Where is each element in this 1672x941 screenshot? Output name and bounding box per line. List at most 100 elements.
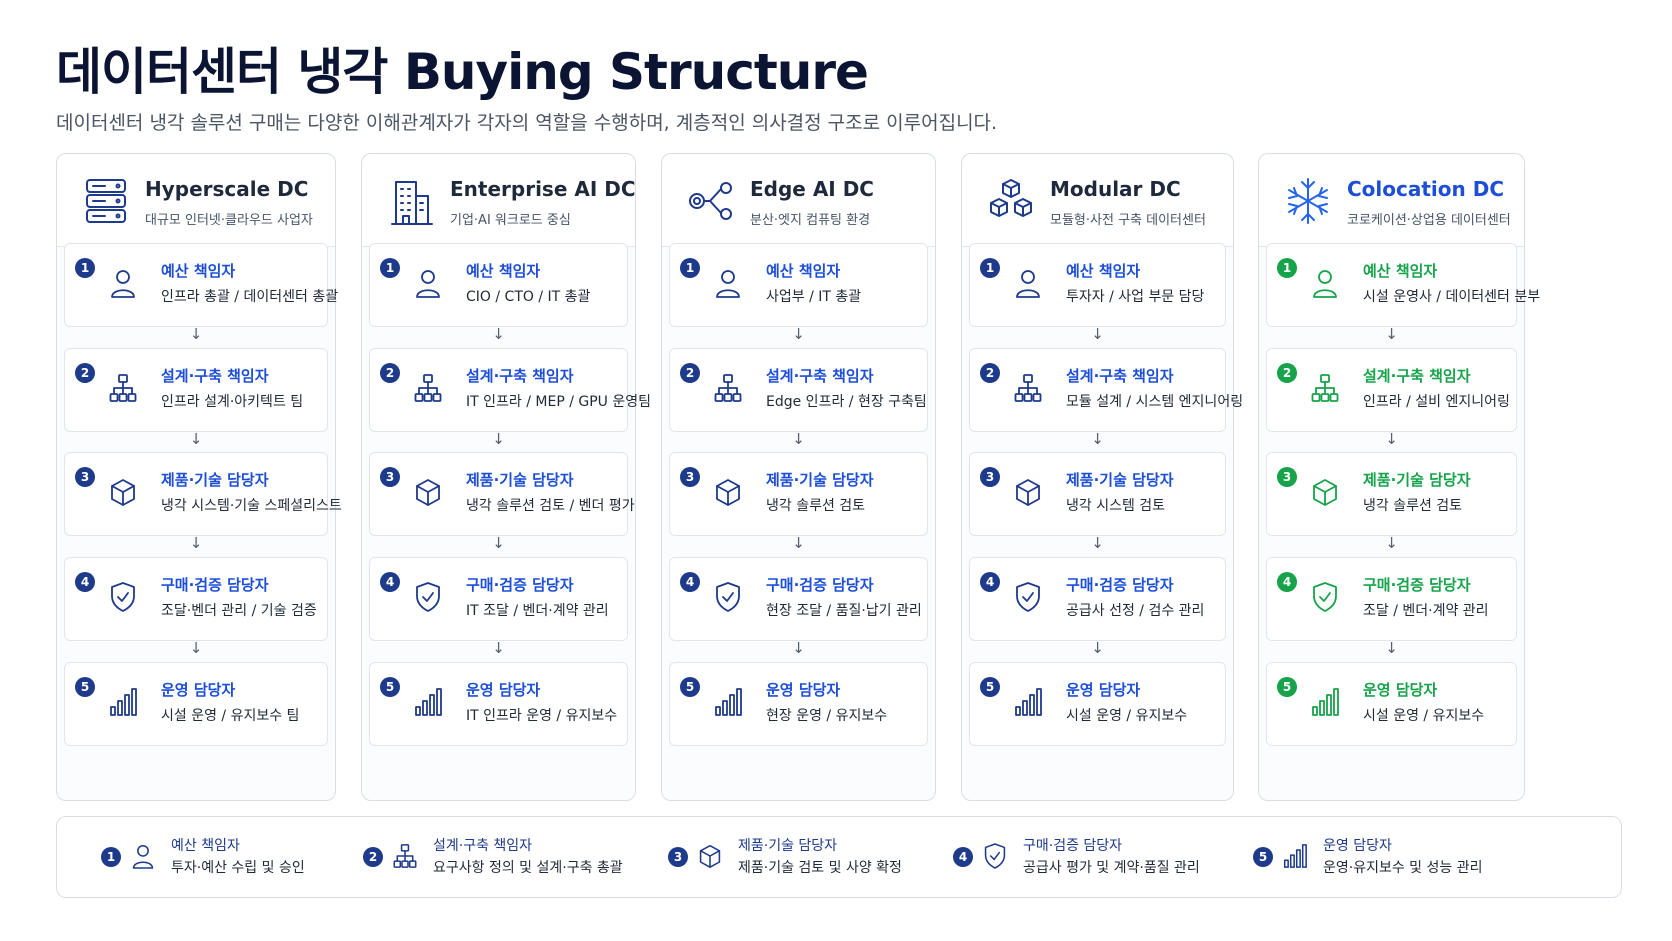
role-card-budget-owner: 1 예산 책임자 인프라 총괄 / 데이터센터 총괄 — [64, 243, 338, 327]
legend-title: 예산 책임자 — [171, 838, 240, 854]
role-title: 구매·검증 담당자 — [1363, 576, 1471, 594]
column-subtitle: 분산·엣지 컴퓨팅 환경 — [750, 213, 871, 228]
step-number-badge: 2 — [1277, 363, 1297, 383]
role-card-budget-owner: 1 예산 책임자 투자자 / 사업 부문 담당 — [969, 243, 1226, 327]
edge-network-icon — [686, 174, 736, 228]
person-icon — [714, 266, 742, 300]
role-title: 예산 책임자 — [466, 262, 541, 280]
role-description: Edge 인프라 / 현장 구축팀 — [766, 394, 927, 410]
role-title: 제품·기술 담당자 — [1363, 471, 1471, 489]
legend-description: 제품·기술 검토 및 사양 확정 — [738, 860, 902, 876]
role-card-operations-lead: 5 운영 담당자 시설 운영 / 유지보수 — [969, 662, 1226, 746]
down-arrow-icon: ↓ — [492, 430, 505, 448]
org-chart-icon — [393, 841, 417, 871]
column-header: Enterprise AI DC 기업·AI 워크로드 중심 — [362, 154, 636, 247]
step-number-badge: 1 — [380, 258, 400, 278]
step-number-badge: 3 — [1277, 467, 1297, 487]
building-icon — [386, 174, 436, 228]
bar-chart-icon — [414, 685, 442, 719]
column-enterprise-ai-dc: Enterprise AI DC 기업·AI 워크로드 중심 1 예산 책임자 … — [361, 153, 651, 801]
legend-title: 제품·기술 담당자 — [738, 838, 838, 854]
step-number-badge: 2 — [380, 363, 400, 383]
column-title: Colocation DC — [1347, 177, 1505, 201]
org-chart-icon — [1311, 371, 1339, 405]
role-card-product-tech-lead: 3 제품·기술 담당자 냉각 솔루션 검토 / 벤더 평가 — [369, 452, 635, 536]
column-title: Enterprise AI DC — [450, 177, 636, 201]
page-subtitle: 데이터센터 냉각 솔루션 구매는 다양한 이해관계자가 각자의 역할을 수행하며… — [56, 112, 998, 134]
cube-icon — [109, 475, 137, 509]
role-description: CIO / CTO / IT 총괄 — [466, 289, 591, 305]
role-card-design-build-lead: 2 설계·구축 책임자 모듈 설계 / 시스템 엔지니어링 — [969, 348, 1243, 432]
role-card-product-tech-lead: 3 제품·기술 담당자 냉각 솔루션 검토 — [669, 452, 928, 536]
role-description: IT 인프라 / MEP / GPU 운영팀 — [466, 394, 652, 410]
bar-chart-icon — [1283, 841, 1307, 871]
role-title: 제품·기술 담당자 — [161, 471, 269, 489]
role-title: 운영 담당자 — [766, 681, 841, 699]
role-card-operations-lead: 5 운영 담당자 시설 운영 / 유지보수 — [1266, 662, 1517, 746]
role-card-design-build-lead: 2 설계·구축 책임자 IT 인프라 / MEP / GPU 운영팀 — [369, 348, 651, 432]
role-title: 제품·기술 담당자 — [1066, 471, 1174, 489]
column-header: Edge AI DC 분산·엣지 컴퓨팅 환경 — [662, 154, 935, 247]
column-edge-ai-dc: Edge AI DC 분산·엣지 컴퓨팅 환경 1 예산 책임자 사업부 / I… — [661, 153, 936, 801]
legend-title: 설계·구축 책임자 — [433, 838, 533, 854]
role-description: 냉각 시스템·기술 스페셜리스트 — [161, 498, 342, 514]
down-arrow-icon: ↓ — [1385, 430, 1398, 448]
cube-icon — [698, 841, 722, 871]
bar-chart-icon — [714, 685, 742, 719]
shield-check-icon — [714, 580, 742, 614]
down-arrow-icon: ↓ — [1091, 639, 1104, 657]
role-card-design-build-lead: 2 설계·구축 책임자 인프라 / 설비 엔지니어링 — [1266, 348, 1517, 432]
down-arrow-icon: ↓ — [189, 325, 203, 343]
step-number-badge: 3 — [75, 467, 95, 487]
role-title: 구매·검증 담당자 — [766, 576, 874, 594]
role-card-product-tech-lead: 3 제품·기술 담당자 냉각 시스템 검토 — [969, 452, 1226, 536]
legend-title: 구매·검증 담당자 — [1023, 838, 1123, 854]
role-card-budget-owner: 1 예산 책임자 시설 운영사 / 데이터센터 분부 — [1266, 243, 1540, 327]
step-number-badge: 2 — [680, 363, 700, 383]
org-chart-icon — [714, 371, 742, 405]
role-card-operations-lead: 5 운영 담당자 현장 운영 / 유지보수 — [669, 662, 928, 746]
legend-number-badge: 5 — [1253, 847, 1273, 867]
down-arrow-icon: ↓ — [1385, 534, 1398, 552]
server-stack-icon — [81, 174, 131, 228]
role-description: 냉각 솔루션 검토 — [1363, 498, 1463, 514]
role-description: 인프라 설계·아키텍트 팀 — [161, 394, 304, 410]
role-title: 운영 담당자 — [1066, 681, 1141, 699]
role-description: 조달 / 벤더·계약 관리 — [1363, 603, 1489, 619]
role-card-procurement-lead: 4 구매·검증 담당자 IT 조달 / 벤더·계약 관리 — [369, 557, 628, 641]
role-card-procurement-lead: 4 구매·검증 담당자 조달 / 벤더·계약 관리 — [1266, 557, 1517, 641]
step-number-badge: 5 — [680, 677, 700, 697]
down-arrow-icon: ↓ — [1091, 534, 1104, 552]
role-title: 구매·검증 담당자 — [466, 576, 574, 594]
role-title: 구매·검증 담당자 — [1066, 576, 1174, 594]
column-header: Hyperscale DC 대규모 인터넷·클라우드 사업자 — [57, 154, 335, 247]
legend-number-badge: 3 — [668, 847, 688, 867]
role-title: 설계·구축 책임자 — [1363, 367, 1471, 385]
legend-description: 요구사항 정의 및 설계·구축 총괄 — [433, 860, 623, 876]
column-title: Hyperscale DC — [145, 177, 309, 201]
shield-check-icon — [1311, 580, 1339, 614]
cube-icon — [1311, 475, 1339, 509]
role-description: 인프라 / 설비 엔지니어링 — [1363, 394, 1510, 410]
person-icon — [414, 266, 442, 300]
role-description: 냉각 솔루션 검토 / 벤더 평가 — [466, 498, 635, 514]
cube-icon — [714, 475, 742, 509]
step-number-badge: 2 — [75, 363, 95, 383]
role-title: 설계·구축 책임자 — [766, 367, 874, 385]
role-description: 냉각 시스템 검토 — [1066, 498, 1166, 514]
legend-description: 투자·예산 수립 및 승인 — [171, 860, 305, 876]
legend-title: 운영 담당자 — [1323, 838, 1392, 854]
org-chart-icon — [109, 371, 137, 405]
person-icon — [1311, 266, 1339, 300]
role-description: 현장 운영 / 유지보수 — [766, 708, 888, 724]
role-description: 모듈 설계 / 시스템 엔지니어링 — [1066, 394, 1244, 410]
role-description: 인프라 총괄 / 데이터센터 총괄 — [161, 289, 339, 305]
down-arrow-icon: ↓ — [1385, 639, 1398, 657]
shield-check-icon — [414, 580, 442, 614]
role-description: 사업부 / IT 총괄 — [766, 289, 862, 305]
step-number-badge: 5 — [1277, 677, 1297, 697]
role-description: 현장 조달 / 품질·납기 관리 — [766, 603, 922, 619]
column-subtitle: 모듈형·사전 구축 데이터센터 — [1050, 213, 1206, 228]
org-chart-icon — [414, 371, 442, 405]
step-number-badge: 3 — [380, 467, 400, 487]
